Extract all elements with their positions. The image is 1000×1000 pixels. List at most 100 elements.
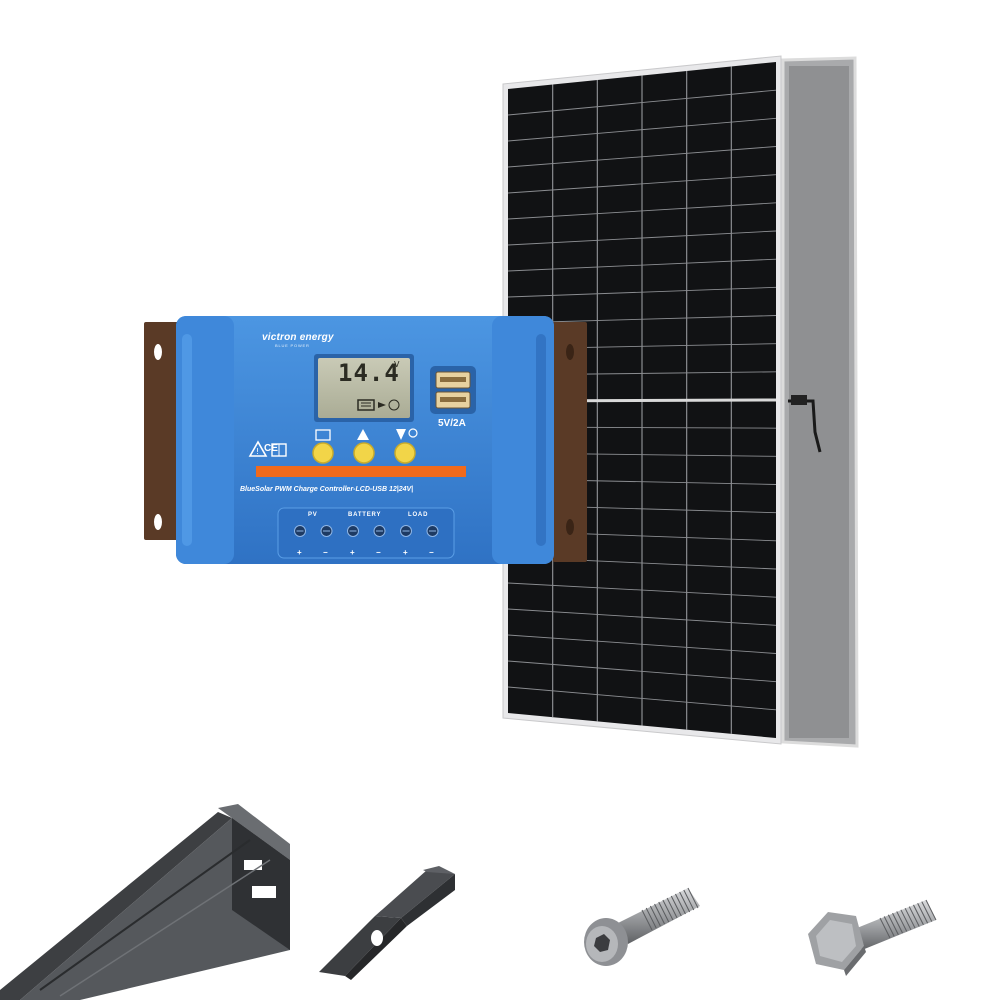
terminal-label-load: LOAD: [408, 512, 429, 518]
brand-name: victron energy: [262, 332, 334, 343]
polarity-label: +: [403, 548, 408, 557]
terminal-block: [277, 507, 455, 559]
menu-button: [312, 442, 334, 464]
solar-panel-icon: [495, 52, 865, 752]
menu-icon: [315, 429, 331, 441]
thread-line: [887, 914, 899, 935]
arrow-right-icon: [378, 402, 386, 408]
rail-shadow: [536, 334, 546, 546]
bulb-icon: [388, 399, 400, 411]
rail-end-top: [218, 804, 290, 860]
cell-row-line: [507, 146, 777, 168]
thread-line: [679, 891, 691, 913]
cell-row-line: [507, 286, 777, 298]
cell-row-line: [507, 258, 777, 272]
thread-line: [921, 901, 933, 922]
junction-box-icon: [791, 395, 807, 405]
thread-line: [645, 907, 657, 929]
cell-row-line: [507, 660, 777, 683]
thread-line: [662, 899, 674, 921]
end-clamp-icon: [315, 860, 460, 980]
clamp-drawing: [319, 866, 455, 980]
thread-line: [879, 917, 891, 939]
left-mounting-bracket: [144, 322, 180, 540]
thread-line: [654, 903, 665, 925]
thread-line: [917, 903, 929, 924]
rail-highlight: [182, 334, 192, 546]
clamp-top: [375, 870, 455, 918]
cell-row-line: [507, 686, 777, 711]
lcd-voltage-unit: V: [394, 360, 400, 369]
model-label: BlueSolar PWM Charge Controller-LCD-USB …: [240, 486, 414, 493]
terminal-label-battery: BATTERY: [348, 512, 382, 518]
cell-row-line: [507, 582, 777, 598]
bracket-slot: [154, 344, 162, 360]
thread-line: [892, 912, 903, 934]
thread-line: [666, 897, 678, 919]
clamp-hole: [371, 930, 383, 946]
controller-body-drawing: !: [144, 316, 587, 564]
rail-top-face: [0, 812, 232, 1000]
thread-line: [925, 899, 937, 921]
bolt-thread: [641, 887, 699, 931]
thread-line: [641, 909, 653, 931]
polarity-label: −: [429, 548, 434, 557]
polarity-label: −: [376, 548, 381, 557]
thread-line: [687, 887, 699, 909]
cell-row-line: [507, 556, 777, 570]
polarity-label: −: [323, 548, 328, 557]
rail-end-profile: [232, 818, 290, 950]
cell-row-line: [507, 117, 777, 142]
down-button: [394, 442, 416, 464]
lcd-voltage-value: 14.4: [338, 359, 400, 387]
mounting-rail-icon: [0, 800, 295, 1000]
socket-head-bolt-icon: [580, 880, 705, 970]
terminal-label-pv: PV: [308, 512, 318, 518]
warning-icon: [248, 440, 268, 457]
lcd-screen: [318, 358, 410, 418]
cell-row-line: [507, 202, 777, 220]
svg-text:!: !: [256, 447, 259, 456]
thread-line: [649, 905, 661, 927]
thread-line: [658, 901, 670, 923]
socket-bolt-drawing: [584, 887, 700, 966]
cell-row-line: [507, 230, 777, 246]
bracket-slot: [566, 519, 574, 535]
thread-line: [908, 906, 920, 927]
thread-line: [900, 909, 912, 931]
cell-row-line: [507, 174, 777, 194]
polarity-label: +: [297, 548, 302, 557]
light-icon: [408, 428, 418, 438]
thread-line: [913, 904, 924, 926]
down-triangle-icon: [396, 429, 406, 440]
bolt-thread: [879, 899, 937, 939]
right-mounting-bracket: [553, 322, 587, 562]
thread-line: [683, 889, 695, 911]
terminal-screws: [294, 525, 439, 537]
bracket-slot: [566, 344, 574, 360]
thread-line: [904, 907, 916, 929]
polarity-label: +: [350, 548, 355, 557]
solar-panel-drawing: [502, 55, 859, 748]
cell-row-line: [507, 634, 777, 654]
rail-drawing: [0, 804, 290, 1000]
cell-row-line: [507, 608, 777, 626]
clamp-base: [319, 916, 401, 976]
hex-socket: [594, 934, 610, 952]
rail-channel: [252, 886, 276, 898]
up-button: [353, 442, 375, 464]
thread-line: [896, 911, 908, 932]
charge-controller-icon: ! victron energy BLUE POWER 14.4 V 5V/2A…: [140, 312, 595, 574]
usb-output-label: 5V/2A: [438, 418, 466, 429]
bracket-slot: [154, 514, 162, 530]
brand-tagline: BLUE POWER: [275, 343, 310, 348]
cell-row-line: [507, 89, 777, 116]
up-triangle-icon: [357, 429, 369, 440]
hex-bolt-icon: [800, 890, 940, 990]
battery-icon: [357, 399, 375, 411]
accent-stripe: [256, 466, 466, 477]
thread-line: [883, 916, 895, 937]
hex-bolt-drawing: [808, 899, 937, 976]
rail-channel: [244, 860, 262, 870]
thread-line: [670, 895, 682, 917]
